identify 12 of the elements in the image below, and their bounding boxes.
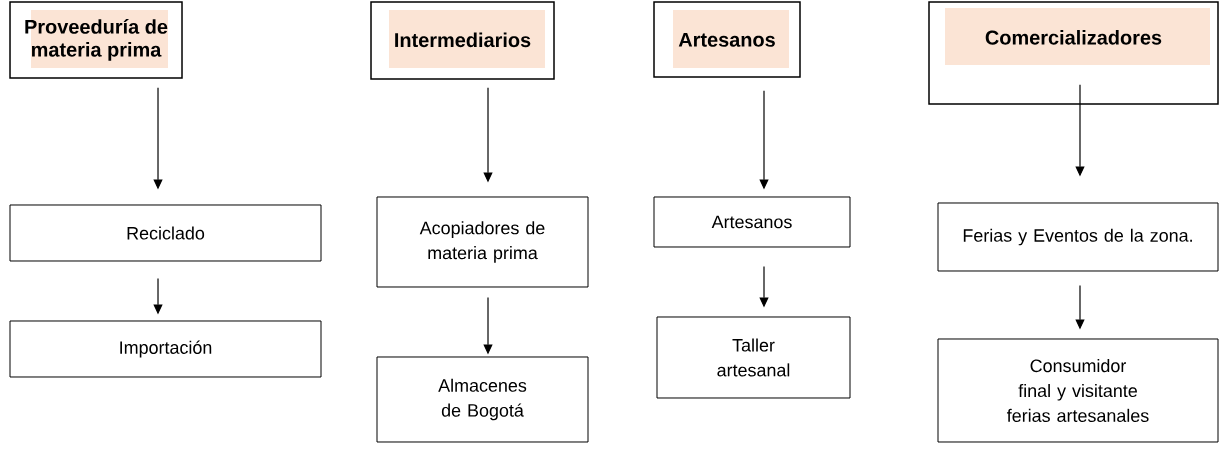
process-box: Importación — [9, 320, 322, 378]
process-box: Acopiadores de materia prima — [376, 196, 589, 288]
process-box: Almacenes de Bogotá — [376, 356, 589, 443]
process-box: Reciclado — [9, 204, 322, 262]
header-box: Proveeduría de materia prima — [9, 1, 183, 79]
process-box: Consumidor final y visitante ferias artesanales — [937, 338, 1219, 443]
process-box: Ferias y Eventos de la zona. — [937, 202, 1219, 272]
header-box: Artesanos — [653, 1, 801, 78]
header-box: Comercializadores — [928, 1, 1219, 105]
header-box: Intermediarios — [370, 1, 555, 80]
process-box: Taller artesanal — [656, 316, 851, 399]
process-box: Artesanos — [653, 196, 851, 248]
